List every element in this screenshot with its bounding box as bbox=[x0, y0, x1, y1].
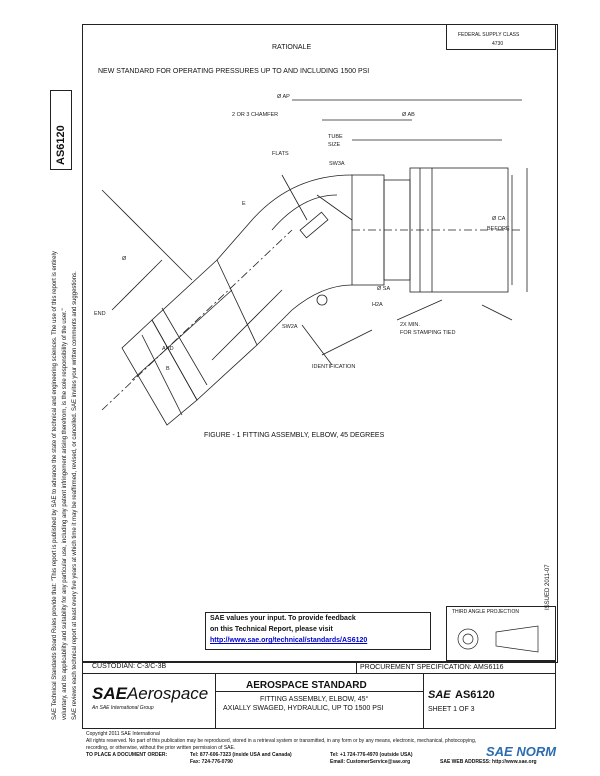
issued-date: ISSUED 2011-07 bbox=[545, 564, 551, 610]
order-label: TO PLACE A DOCUMENT ORDER: bbox=[86, 752, 168, 758]
drawing-frame bbox=[82, 24, 558, 663]
divider-title bbox=[82, 673, 556, 674]
fsc-line-2: 4730 bbox=[492, 41, 504, 47]
title-block bbox=[82, 661, 556, 729]
standard-title: AEROSPACE STANDARD bbox=[246, 680, 367, 691]
tel-inside: Tel: 877-606-7323 (inside USA and Canada… bbox=[190, 752, 292, 758]
notice-line-2: voluntary, and its applicability and sui… bbox=[62, 308, 68, 720]
projection-title: THIRD ANGLE PROJECTION bbox=[452, 609, 519, 615]
dim-label-ca: Ø CA bbox=[492, 216, 506, 222]
divider-proc bbox=[356, 661, 357, 673]
fitting-elbow-drawing: Ø AP Ø AB 2 OR 3 CHAMFER FLATS TUBE SIZE… bbox=[94, 94, 528, 426]
rationale-heading: RATIONALE bbox=[272, 44, 312, 51]
feedback-line-2: on this Technical Report, please visit bbox=[210, 626, 333, 633]
end-label: END bbox=[94, 311, 106, 317]
feedback-box bbox=[205, 612, 431, 650]
divider-brand bbox=[215, 674, 216, 729]
dia-label: Ø bbox=[122, 256, 127, 262]
custodian: CUSTODIAN: C-3/C-3B bbox=[92, 663, 167, 670]
notice-line-3: SAE reviews each technical report at lea… bbox=[72, 271, 78, 720]
fax: Fax: 724-776-0790 bbox=[190, 759, 233, 765]
procurement-spec: PROCUREMENT SPECIFICATION: AMS6116 bbox=[360, 664, 504, 671]
doc-number: AS6120 bbox=[455, 689, 495, 701]
web-address[interactable]: SAE WEB ADDRESS: http://www.sae.org bbox=[440, 759, 537, 765]
sheet-number: SHEET 1 OF 3 bbox=[428, 706, 475, 713]
rights-line-1: All rights reserved. No part of this pub… bbox=[86, 738, 477, 744]
chamfer-label: 2 OR 3 CHAMFER bbox=[232, 112, 278, 118]
logo-subtitle: An SAE International Group bbox=[92, 705, 154, 711]
identification-label: IDENTIFICATION bbox=[312, 364, 355, 370]
copyright: Copyright 2011 SAE International bbox=[86, 731, 160, 737]
tube-label: TUBE bbox=[328, 134, 343, 140]
figure-caption: FIGURE - 1 FITTING ASSEMBLY, ELBOW, 45 D… bbox=[204, 432, 385, 439]
divider-part bbox=[216, 691, 423, 692]
part-line-2: AXIALLY SWAGED, HYDRAULIC, UP TO 1500 PS… bbox=[223, 705, 384, 712]
sae-mark: SAE bbox=[428, 689, 451, 701]
doc-code-box bbox=[50, 90, 72, 170]
projection-symbol bbox=[457, 625, 539, 653]
divider-number bbox=[423, 674, 424, 729]
notice-line-1: SAE Technical Standards Board Rules prov… bbox=[52, 251, 58, 720]
dim-label-e: E bbox=[242, 201, 246, 207]
feedback-line-1: SAE values your input. To provide feedba… bbox=[210, 615, 356, 622]
flats-label: FLATS bbox=[272, 151, 289, 157]
tube-size-label: SIZE bbox=[328, 142, 341, 148]
and-label: AND bbox=[162, 346, 174, 352]
before-label: BEFORE bbox=[487, 226, 510, 232]
stamping-label: FOR STAMPING TIED bbox=[400, 330, 455, 336]
rights-line-2: recording, or otherwise, without the pri… bbox=[86, 745, 236, 751]
email: Email: CustomerService@sae.org bbox=[330, 759, 411, 765]
fsc-box bbox=[446, 24, 556, 50]
feedback-link[interactable]: http://www.sae.org/technical/standards/A… bbox=[210, 637, 368, 644]
dim-label-ap: Ø AP bbox=[277, 94, 290, 100]
projection-box bbox=[446, 606, 556, 661]
dim-label-ab: Ø AB bbox=[402, 112, 415, 118]
logo-aerospace: Aerospace bbox=[126, 684, 209, 703]
sw3a-label: SW3A bbox=[329, 161, 345, 167]
fsc-line-1: FEDERAL SUPPLY CLASS bbox=[458, 32, 520, 38]
sw2a-label: SW2A bbox=[282, 324, 298, 330]
tel-outside: Tel: +1 724-776-4970 (outside USA) bbox=[330, 752, 413, 758]
watermark-logo: SAE NORM bbox=[486, 744, 557, 759]
sae-aerospace-logo: SAEAerospace bbox=[92, 684, 208, 704]
part-line-1: FITTING ASSEMBLY, ELBOW, 45° bbox=[260, 696, 369, 703]
min-label: 2X MIN. bbox=[400, 322, 420, 328]
dim-label-sa: Ø SA bbox=[377, 286, 390, 292]
dim-label-b: B bbox=[166, 366, 170, 372]
h2a-label: H2A bbox=[372, 302, 383, 308]
logo-sae: SAE bbox=[92, 684, 127, 703]
doc-code-vertical: AS6120 bbox=[55, 125, 67, 165]
rationale-text: NEW STANDARD FOR OPERATING PRESSURES UP … bbox=[98, 68, 370, 75]
